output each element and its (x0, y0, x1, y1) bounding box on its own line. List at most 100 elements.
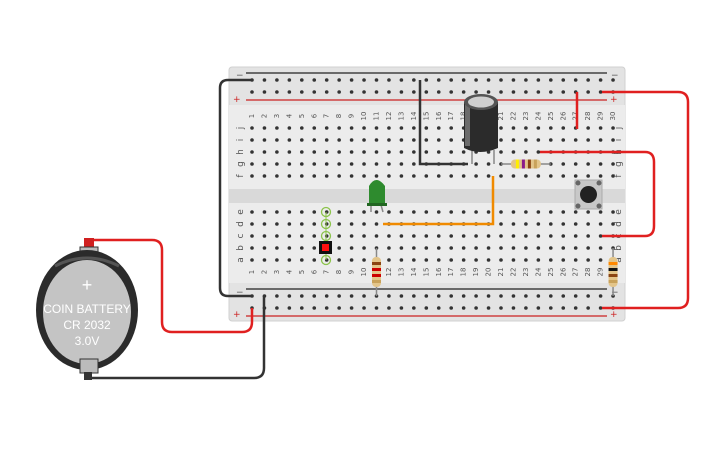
rail-hole-top-plus[interactable] (300, 90, 304, 94)
hole-b19[interactable] (474, 246, 478, 250)
hole-b6[interactable] (312, 246, 317, 250)
hole-b25[interactable] (549, 246, 553, 250)
hole-i27[interactable] (573, 138, 578, 142)
hole-h24[interactable] (536, 150, 541, 154)
hole-j5[interactable] (300, 126, 304, 130)
rail-hole-bottom-plus[interactable] (461, 306, 466, 310)
hole-i12[interactable] (387, 138, 391, 142)
hole-f24[interactable] (536, 174, 541, 178)
hole-d6[interactable] (312, 222, 317, 226)
rail-hole-bottom-plus[interactable] (573, 306, 578, 310)
rail-hole-bottom-plus[interactable] (524, 306, 528, 310)
hole-c14[interactable] (412, 234, 416, 238)
hole-i25[interactable] (549, 138, 553, 142)
rail-hole-top-plus[interactable] (424, 90, 429, 94)
rail-hole-bottom-minus[interactable] (449, 294, 454, 298)
rail-hole-top-minus[interactable] (349, 78, 354, 82)
rail-hole-top-plus[interactable] (499, 90, 503, 94)
rail-hole-top-minus[interactable] (536, 78, 541, 82)
rail-hole-top-plus[interactable] (474, 90, 478, 94)
rail-hole-bottom-plus[interactable] (549, 306, 553, 310)
hole-g26[interactable] (561, 162, 566, 166)
hole-e22[interactable] (511, 210, 516, 214)
rail-hole-top-minus[interactable] (300, 78, 304, 82)
hole-d27[interactable] (573, 222, 578, 226)
rail-hole-top-plus[interactable] (436, 90, 441, 94)
rail-hole-bottom-minus[interactable] (300, 294, 304, 298)
rail-hole-top-plus[interactable] (387, 90, 391, 94)
rail-hole-top-minus[interactable] (324, 78, 329, 82)
hole-f14[interactable] (412, 174, 416, 178)
hole-j25[interactable] (549, 126, 553, 130)
hole-f3[interactable] (275, 174, 279, 178)
hole-a2[interactable] (262, 258, 267, 262)
rail-hole-bottom-plus[interactable] (499, 306, 503, 310)
hole-b28[interactable] (586, 246, 590, 250)
rail-hole-bottom-plus[interactable] (511, 306, 516, 310)
hole-f17[interactable] (449, 174, 454, 178)
hole-f25[interactable] (549, 174, 553, 178)
hole-i15[interactable] (424, 138, 429, 142)
rail-hole-bottom-plus[interactable] (598, 306, 603, 310)
hole-e28[interactable] (586, 210, 590, 214)
hole-j30[interactable] (611, 126, 615, 130)
capacitor[interactable] (464, 94, 498, 164)
hole-c10[interactable] (362, 234, 366, 238)
rail-hole-top-minus[interactable] (337, 78, 341, 82)
rail-hole-bottom-plus[interactable] (474, 306, 478, 310)
hole-b26[interactable] (561, 246, 566, 250)
rail-hole-top-plus[interactable] (399, 90, 404, 94)
hole-g27[interactable] (573, 162, 578, 166)
hole-f19[interactable] (474, 174, 478, 178)
hole-a7[interactable] (324, 258, 329, 262)
hole-j13[interactable] (399, 126, 404, 130)
hole-c8[interactable] (337, 234, 341, 238)
breadboard-holes[interactable] (250, 78, 615, 310)
hole-j3[interactable] (275, 126, 279, 130)
hole-i28[interactable] (586, 138, 590, 142)
hole-d10[interactable] (362, 222, 366, 226)
rail-hole-top-minus[interactable] (312, 78, 317, 82)
rail-hole-bottom-plus[interactable] (387, 306, 391, 310)
hole-b10[interactable] (362, 246, 366, 250)
rail-hole-bottom-minus[interactable] (337, 294, 341, 298)
hole-f23[interactable] (524, 174, 528, 178)
rail-hole-bottom-minus[interactable] (474, 294, 478, 298)
hole-i17[interactable] (449, 138, 454, 142)
hole-e2[interactable] (262, 210, 267, 214)
hole-e9[interactable] (349, 210, 354, 214)
rail-hole-bottom-minus[interactable] (436, 294, 441, 298)
rail-hole-top-minus[interactable] (387, 78, 391, 82)
pushbutton[interactable] (574, 179, 603, 210)
hole-e15[interactable] (424, 210, 429, 214)
hole-c28[interactable] (586, 234, 590, 238)
hole-i10[interactable] (362, 138, 366, 142)
hole-c29[interactable] (598, 234, 603, 238)
hole-e26[interactable] (561, 210, 566, 214)
hole-f9[interactable] (349, 174, 354, 178)
hole-g30[interactable] (611, 162, 615, 166)
hole-a21[interactable] (499, 258, 503, 262)
hole-b2[interactable] (262, 246, 267, 250)
hole-i3[interactable] (275, 138, 279, 142)
hole-i16[interactable] (436, 138, 441, 142)
hole-d7[interactable] (324, 222, 329, 226)
hole-f29[interactable] (598, 174, 603, 178)
rail-hole-bottom-minus[interactable] (387, 294, 391, 298)
hole-e6[interactable] (312, 210, 317, 214)
rail-hole-top-minus[interactable] (549, 78, 553, 82)
hole-a13[interactable] (399, 258, 404, 262)
wire-rail-plus-bridge[interactable] (602, 90, 690, 310)
hole-f18[interactable] (461, 174, 466, 178)
hole-f16[interactable] (436, 174, 441, 178)
hole-h13[interactable] (399, 150, 404, 154)
rail-hole-top-minus[interactable] (449, 78, 454, 82)
hole-h9[interactable] (349, 150, 354, 154)
rail-hole-bottom-plus[interactable] (374, 306, 379, 310)
rail-hole-top-plus[interactable] (524, 90, 528, 94)
hole-i8[interactable] (337, 138, 341, 142)
rail-hole-top-plus[interactable] (349, 90, 354, 94)
hole-e29[interactable] (598, 210, 603, 214)
hole-h12[interactable] (387, 150, 391, 154)
hole-g11[interactable] (374, 162, 379, 166)
